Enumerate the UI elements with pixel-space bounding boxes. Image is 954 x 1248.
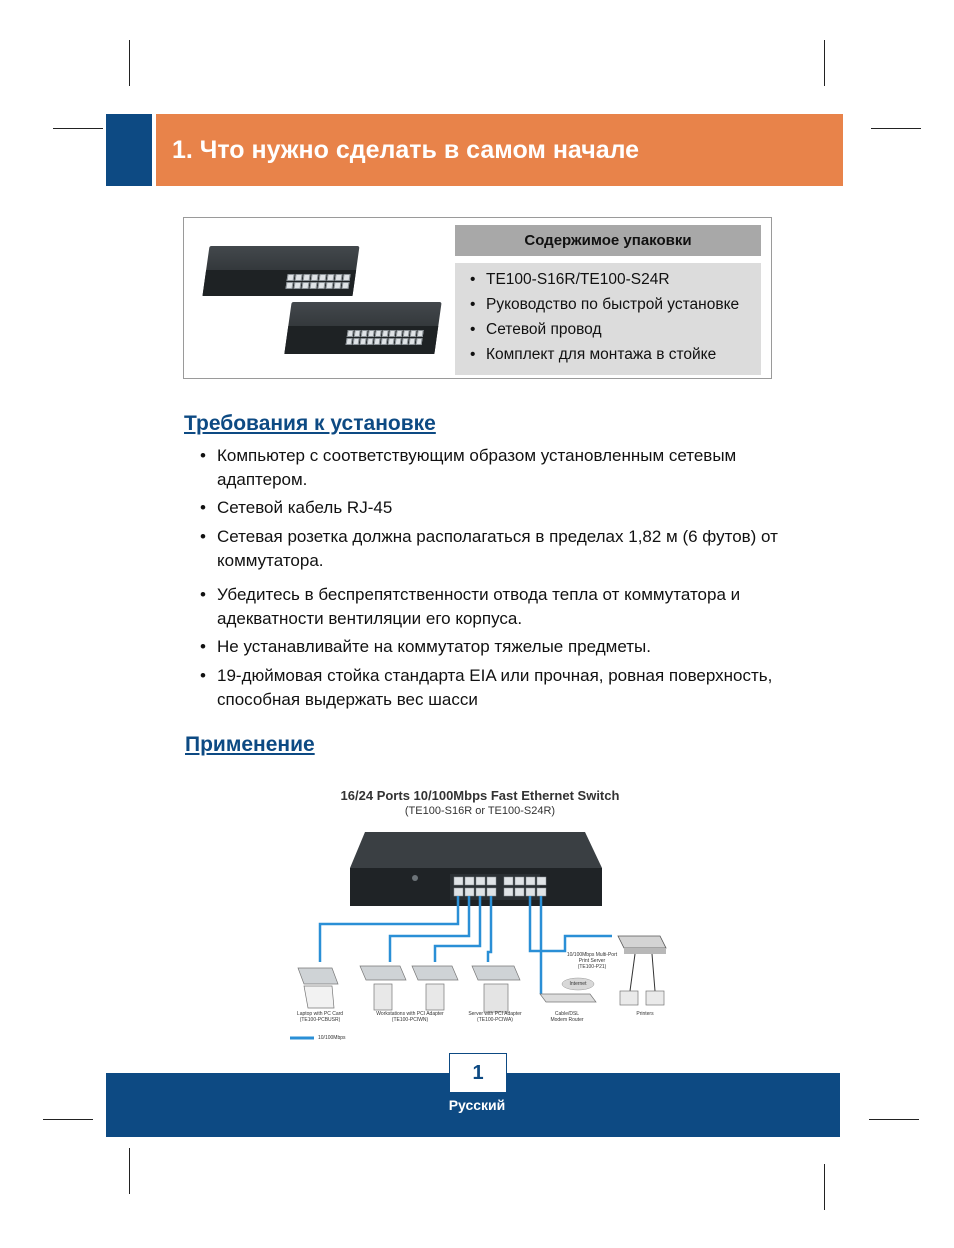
crop-mark [53,128,103,129]
laptop-icon [297,967,339,1009]
list-item: Сетевой кабель RJ-45 [200,496,800,520]
list-item: Комплект для монтажа в стойке [455,342,761,367]
requirements-list: Компьютер с соответствующим образом уста… [200,444,800,712]
switch-icon [350,832,602,906]
diagram-graphic [290,832,667,1040]
workstation-icon [411,965,459,1011]
crop-mark [824,1164,825,1210]
router-icon [539,993,597,1003]
crop-mark [129,40,130,86]
device-label: Laptop with PC Card(TE100-PCBUSR) [296,1011,344,1023]
list-item: Руководство по быстрой установке [455,292,761,317]
printer-icon [619,990,665,1006]
switch-product-image [284,302,442,354]
page-title: 1. Что нужно сделать в самом начале [172,136,640,164]
diagram-title: 16/24 Ports 10/100Mbps Fast Ethernet Swi… [340,788,620,803]
list-item: Компьютер с соответствующим образом уста… [200,444,800,492]
list-item: TE100-S16R/TE100-S24R [455,267,761,292]
switch-product-image [202,246,360,296]
print-server-icon [617,935,667,992]
crop-mark [43,1119,93,1120]
legend-label: 10/100Mbps [318,1035,346,1041]
package-contents-heading: Содержимое упаковки [455,225,761,256]
list-item: Не устанавливайте на коммутатор тяжелые … [200,635,800,659]
page-number: 1 [449,1053,507,1093]
list-item: Сетевая розетка должна располагаться в п… [200,525,800,573]
diagram-subtitle: (TE100-S16R or TE100-S24R) [404,805,556,817]
package-contents-list: TE100-S16R/TE100-S24R Руководство по быс… [455,263,761,375]
title-accent-block [106,114,152,186]
workstation-icon [359,965,407,1011]
device-label: Printers [636,1011,654,1017]
list-item: Сетевой провод [455,317,761,342]
server-icon [471,965,521,1013]
list-item: 19-дюймовая стойка стандарта EIA или про… [200,664,800,712]
application-heading: Применение [185,733,315,756]
title-bar: 1. Что нужно сделать в самом начале [156,114,843,186]
package-contents-box: Содержимое упаковки TE100-S16R/TE100-S24… [183,217,772,379]
network-diagram: 16/24 Ports 10/100Mbps Fast Ethernet Swi… [290,786,670,1051]
crop-mark [129,1148,130,1194]
crop-mark [871,128,921,129]
crop-mark [824,40,825,86]
internet-cloud-icon [561,977,595,991]
internet-label: Internet [569,981,587,987]
device-label: Workstations with PCI Adapter(TE100-PCIW… [376,1011,444,1023]
crop-mark [869,1119,919,1120]
requirements-heading: Требования к установке [184,412,436,435]
list-item: Убедитесь в беспрепятственности отвода т… [200,583,800,631]
device-label: Server with PCI Adapter(TE100-PCIWA) [468,1011,522,1023]
language-label: Русский [448,1097,506,1113]
